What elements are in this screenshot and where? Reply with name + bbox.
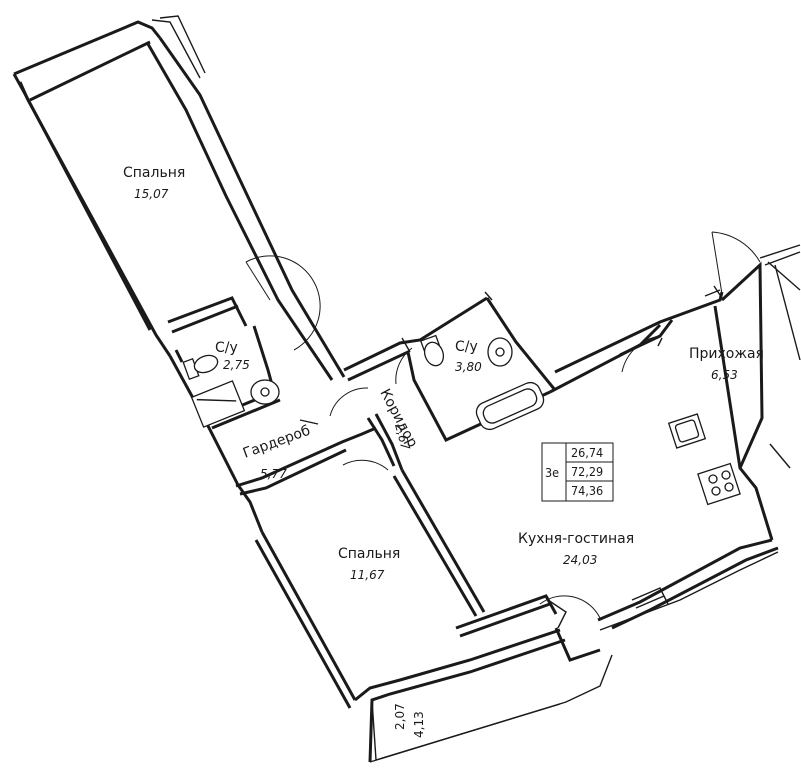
- room-area-bath-1: 2,75: [223, 358, 250, 372]
- room-name-bath-1: С/у: [215, 340, 238, 356]
- outer-walls: [12, 15, 801, 763]
- bathroom-2-fixtures: [419, 334, 545, 431]
- room-name-bedroom-2: Спальня: [338, 546, 400, 562]
- stove-icon: [697, 462, 741, 506]
- balcony-area-2: 4,13: [412, 711, 426, 738]
- sink-icon: [667, 413, 707, 449]
- shower-tray-icon: [190, 380, 246, 428]
- summary-area-with-balcony: 74,36: [571, 483, 603, 498]
- room-name-kitchen-living: Кухня-гостиная: [518, 531, 634, 547]
- room-area-bedroom-2: 11,67: [350, 568, 385, 582]
- summary-floor: 3е: [545, 465, 559, 480]
- washbasin-icon: [487, 337, 513, 367]
- room-area-corridor: 2,67: [392, 422, 413, 452]
- room-area-kitchen-living: 24,03: [563, 553, 597, 567]
- toilet-icon: [419, 334, 445, 367]
- room-name-hallway: Прихожая: [689, 346, 764, 362]
- room-name-wardrobe: Гардероб: [241, 423, 313, 462]
- room-area-bath-2: 3,80: [455, 360, 482, 374]
- bathtub-icon: [475, 381, 545, 431]
- interior-walls: [167, 285, 723, 638]
- room-area-bedroom-1: 15,07: [134, 187, 169, 201]
- room-area-wardrobe: 5,77: [260, 467, 287, 481]
- room-name-bedroom-1: Спальня: [123, 165, 185, 181]
- room-name-bath-2: С/у: [455, 339, 478, 355]
- kitchen-fixtures: [667, 413, 741, 506]
- bathroom-1-fixtures: [182, 354, 280, 428]
- room-area-hallway: 6,53: [711, 368, 738, 382]
- washbasin-icon: [250, 379, 280, 405]
- balcony-area-1: 2,07: [393, 703, 407, 730]
- apartment-summary: [541, 442, 614, 502]
- summary-total-area: 72,29: [571, 464, 603, 479]
- summary-living-area: 26,74: [571, 445, 603, 460]
- toilet-icon: [182, 354, 219, 381]
- door-swings: [245, 231, 761, 619]
